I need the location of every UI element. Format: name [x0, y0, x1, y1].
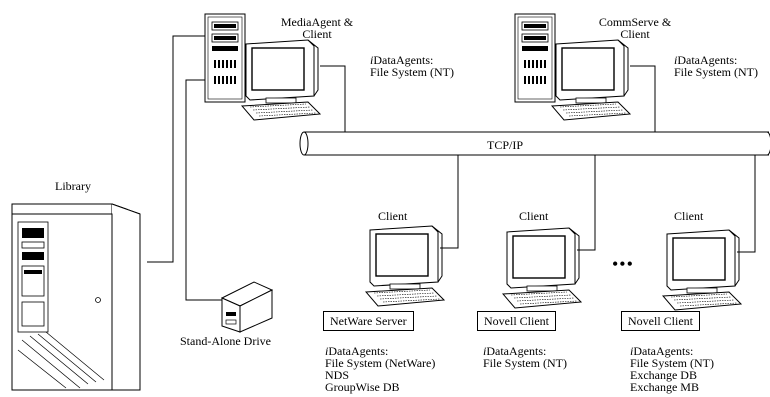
client2-title: Client	[519, 209, 549, 223]
client1-agent: File System (NetWare)	[325, 356, 436, 370]
tcpip-label: TCP/IP	[486, 138, 523, 152]
client1-title: Client	[378, 209, 408, 223]
commserve-title: CommServe & Client	[590, 16, 680, 40]
library-label: Library	[55, 179, 91, 193]
commserve-agents: iDataAgents: File System (NT)	[674, 54, 758, 78]
ellipsis-icon: •••	[612, 254, 634, 274]
connection-lines	[147, 35, 756, 301]
client1-box-label: NetWare Server	[323, 311, 414, 331]
mediaagent-agents-prefix: i	[370, 53, 374, 67]
mediaagent-monitor-icon	[241, 39, 321, 121]
client2-agents-label: DataAgents:	[486, 344, 547, 358]
client3-agent: File System (NT)	[630, 356, 714, 370]
client1-agents-prefix: i	[325, 344, 329, 358]
client3-monitor-icon	[662, 229, 742, 311]
commserve-agent: File System (NT)	[674, 65, 758, 79]
client1-agent: NDS	[325, 368, 350, 382]
client3-agent: Exchange DB	[630, 368, 697, 382]
tcpip-bus	[299, 131, 770, 156]
mediaagent-title-line2: Client	[302, 27, 332, 41]
client3-title: Client	[674, 209, 704, 223]
client3-agents: iDataAgents: File System (NT) Exchange D…	[630, 345, 714, 393]
client2-box-label: Novell Client	[477, 311, 556, 331]
library-icon	[11, 203, 141, 391]
commserve-agents-label: DataAgents:	[677, 53, 738, 67]
client2-monitor-icon	[502, 227, 582, 309]
mediaagent-agents: iDataAgents: File System (NT)	[370, 54, 454, 78]
client3-agent: Exchange MB	[630, 380, 699, 394]
client2-agent: File System (NT)	[483, 356, 567, 370]
mediaagent-agents-label: DataAgents:	[373, 53, 434, 67]
client3-box-label: Novell Client	[621, 311, 700, 331]
client1-monitor-icon	[365, 225, 445, 307]
mediaagent-title: MediaAgent & Client	[272, 16, 362, 40]
standalone-drive-label: Stand-Alone Drive	[180, 334, 271, 348]
client1-agents: iDataAgents: File System (NetWare) NDS G…	[325, 345, 435, 393]
client3-agents-label: DataAgents:	[633, 344, 694, 358]
commserve-tower-icon	[514, 13, 556, 103]
client2-agents-prefix: i	[483, 344, 487, 358]
commserve-agents-prefix: i	[674, 53, 678, 67]
commserve-title-line2: Client	[620, 27, 650, 41]
client1-agent: GroupWise DB	[325, 380, 400, 394]
client2-agents: iDataAgents: File System (NT)	[483, 345, 567, 369]
commserve-monitor-icon	[551, 39, 631, 121]
mediaagent-tower-icon	[204, 13, 246, 103]
client3-agents-prefix: i	[630, 344, 634, 358]
mediaagent-agent: File System (NT)	[370, 65, 454, 79]
client1-agents-label: DataAgents:	[328, 344, 389, 358]
commserve-title-line1: CommServe &	[598, 15, 672, 29]
mediaagent-title-line1: MediaAgent &	[280, 15, 354, 29]
standalone-drive-icon	[220, 281, 274, 333]
